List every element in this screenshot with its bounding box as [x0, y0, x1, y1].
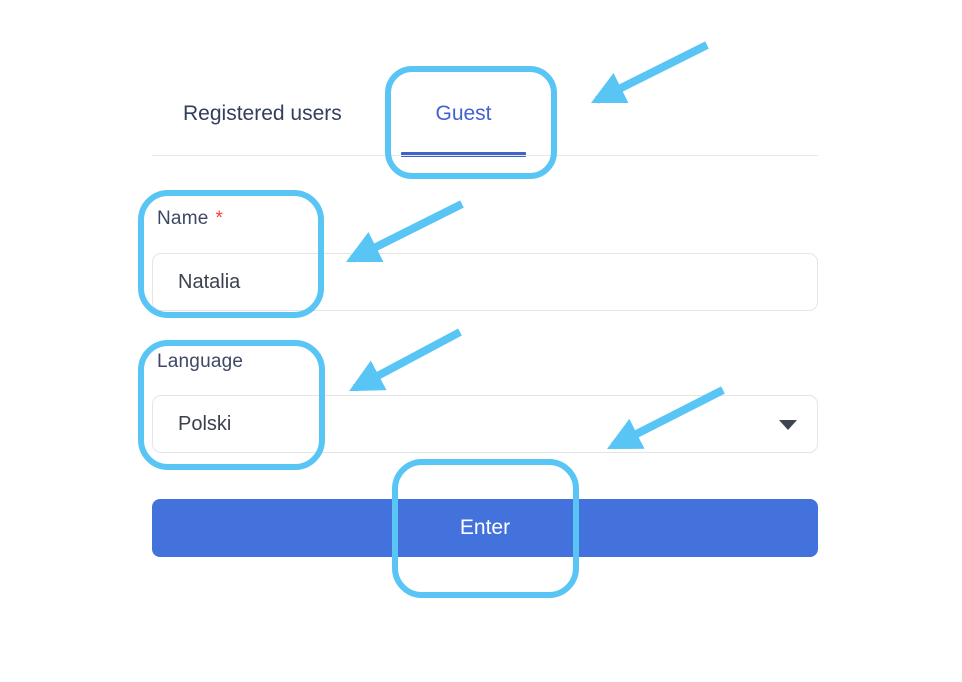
- name-label-text: Name: [157, 208, 209, 229]
- enter-button[interactable]: Enter: [152, 499, 818, 557]
- arrow-to-guest-tab: [590, 41, 709, 104]
- arrow-to-name-field: [345, 200, 464, 263]
- tab-bar-divider: [152, 155, 818, 156]
- name-input[interactable]: [152, 253, 818, 311]
- tab-guest[interactable]: Guest: [401, 100, 526, 157]
- name-label: Name *: [157, 208, 223, 230]
- language-select[interactable]: Polski: [152, 395, 818, 453]
- arrow-to-language-field: [349, 328, 462, 392]
- language-selected-value: Polski: [178, 412, 232, 435]
- caret-down-icon: [779, 420, 797, 430]
- required-asterisk: *: [215, 208, 224, 229]
- language-label: Language: [157, 351, 244, 372]
- tab-registered-users[interactable]: Registered users: [183, 100, 342, 128]
- tab-guest-label: Guest: [435, 102, 492, 125]
